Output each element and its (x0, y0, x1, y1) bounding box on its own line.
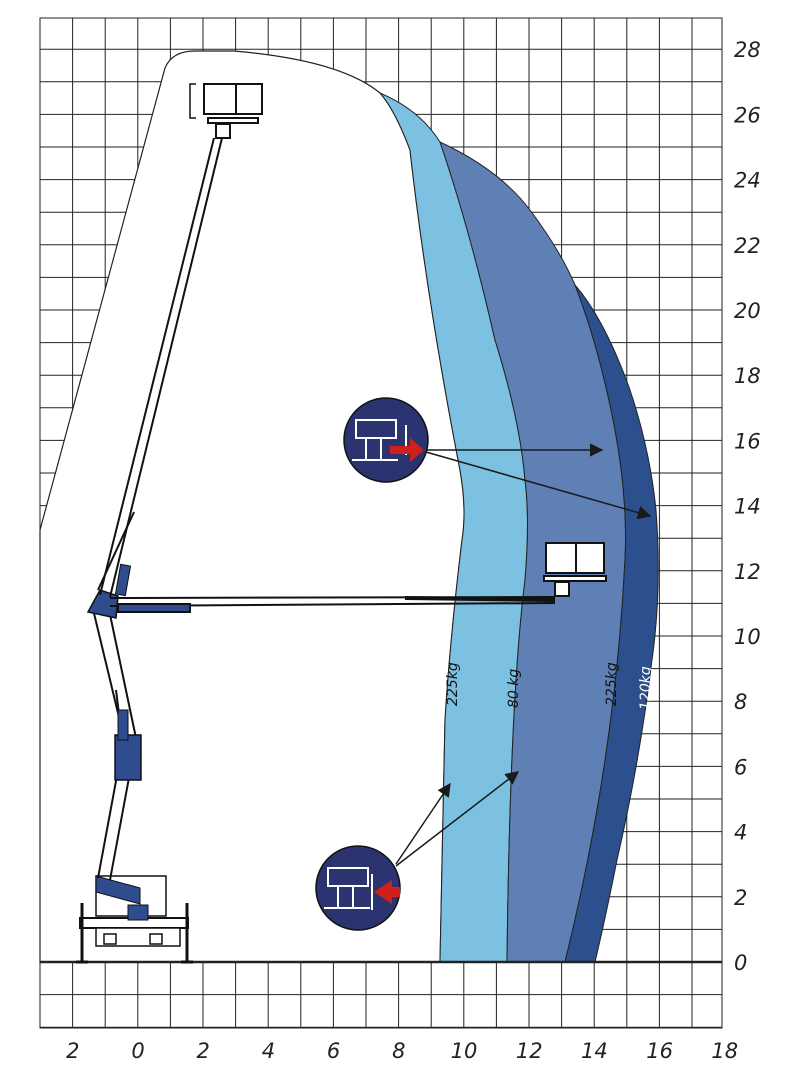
zone-label-120kg: 120kg (638, 666, 654, 710)
y-tick-label: 18 (734, 364, 761, 388)
working-envelope (39, 50, 465, 963)
arrow-120kg (425, 451, 652, 520)
platform-retracted-icon (315, 845, 401, 931)
x-tick-label: 2 (197, 1039, 210, 1063)
y-tick-label: 24 (734, 169, 761, 193)
x-tick-label: 10 (451, 1039, 478, 1063)
zone-label-225kg-outer: 225kg (604, 662, 620, 706)
upper-cylinder (114, 563, 132, 597)
y-tick-label: 0 (734, 951, 747, 975)
y-tick-label: 4 (734, 821, 747, 845)
y-tick-label: 10 (734, 625, 761, 649)
x-tick-label: 6 (327, 1039, 340, 1063)
y-tick-label: 22 (734, 234, 761, 258)
x-tick-label: 18 (711, 1039, 738, 1063)
raised-boom (97, 137, 223, 598)
y-tick-label: 14 (734, 495, 761, 519)
y-tick-label: 12 (734, 560, 761, 584)
y-tick-label: 20 (734, 299, 761, 323)
lower-cylinder (117, 709, 129, 741)
x-tick-label: 16 (646, 1039, 673, 1063)
x-tick-label: 8 (392, 1039, 405, 1063)
x-tick-label: 0 (131, 1039, 144, 1063)
x-tick-label: 4 (262, 1039, 275, 1063)
arrow-225kg-inner (395, 782, 451, 865)
x-tick-label: 14 (581, 1039, 608, 1063)
zone-dark (564, 284, 659, 963)
x-tick-labels: 2 0 2 4 6 8 10 12 14 16 18 (66, 1039, 738, 1063)
zone-label-225kg-inner: 225kg (445, 662, 461, 706)
arrows (395, 443, 652, 867)
chassis (76, 875, 193, 964)
x-tick-label: 12 (516, 1039, 543, 1063)
platform-extended (543, 542, 607, 597)
x-tick-label: 2 (66, 1039, 79, 1063)
y-tick-label: 6 (734, 755, 747, 779)
arrow-80kg (395, 771, 520, 867)
grid-frame (39, 17, 723, 1029)
machine (76, 83, 607, 964)
zone-label-80kg: 80 kg (506, 669, 522, 708)
y-tick-label: 16 (734, 429, 761, 453)
platform-extended-icon (343, 397, 429, 483)
lower-knuckle (114, 734, 142, 781)
platform-raised (189, 83, 263, 139)
y-tick-label: 28 (734, 38, 761, 62)
y-tick-label: 26 (734, 103, 761, 127)
y-tick-label: 2 (734, 886, 747, 910)
horizontal-boom (109, 596, 556, 613)
y-tick-label: 8 (734, 690, 747, 714)
